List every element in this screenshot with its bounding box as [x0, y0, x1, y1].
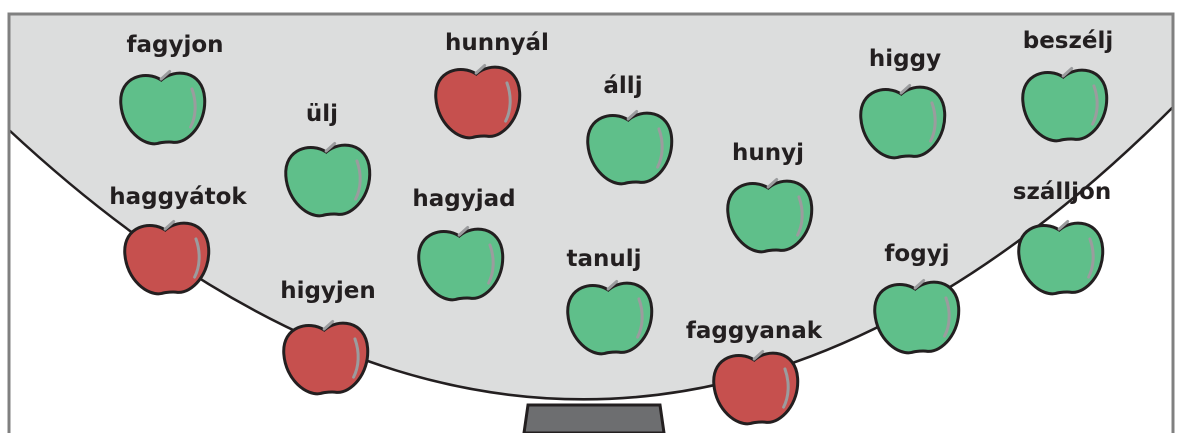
apple-stem: [899, 83, 912, 95]
apple-highlight: [636, 297, 644, 339]
apple-stem: [322, 319, 335, 331]
apple-word-label: fogyj: [884, 241, 949, 267]
green-apple-icon: [873, 280, 961, 355]
apple-stem: [457, 225, 470, 237]
apple-item[interactable]: állj: [586, 73, 675, 186]
apple-highlight: [943, 296, 951, 338]
apple-word-label: beszélj: [1023, 28, 1114, 54]
apple-word-label: faggyanak: [686, 318, 823, 344]
apple-item[interactable]: beszélj: [1021, 28, 1113, 143]
red-apple-icon: [434, 65, 522, 140]
apple-item[interactable]: higyjen: [280, 278, 376, 396]
apple-word-label: higgy: [869, 46, 941, 72]
apple-stem: [626, 109, 639, 121]
apple-item[interactable]: higgy: [859, 46, 948, 160]
apple-stem: [1057, 219, 1070, 231]
apple-word-label: hunyj: [732, 140, 804, 166]
green-apple-icon: [566, 281, 654, 356]
green-apple-icon: [859, 85, 947, 160]
apple-word-label: haggyátok: [109, 184, 247, 210]
apple-item[interactable]: hunyj: [726, 140, 815, 254]
apple-item[interactable]: hagyjad: [412, 186, 516, 302]
apple-item[interactable]: tanulj: [566, 246, 655, 356]
apple-item[interactable]: haggyátok: [109, 184, 247, 296]
green-apple-icon: [119, 71, 207, 146]
apple-word-label: tanulj: [566, 246, 641, 272]
apple-word-label: állj: [603, 73, 642, 99]
apple-stem: [159, 69, 172, 81]
green-apple-icon: [1021, 68, 1109, 143]
green-apple-icon: [1017, 221, 1105, 296]
red-apple-icon: [282, 321, 370, 396]
apple-highlight: [354, 159, 362, 201]
green-apple-icon: [284, 143, 372, 218]
apple-highlight: [352, 337, 360, 379]
tree-trunk: [522, 403, 666, 433]
red-apple-icon: [123, 221, 211, 296]
apple-stem: [474, 63, 487, 75]
apple-stem: [163, 219, 176, 231]
green-apple-icon: [586, 111, 674, 186]
apple-highlight: [193, 237, 201, 279]
apple-highlight: [504, 81, 512, 123]
red-apple-icon: [712, 351, 800, 426]
apple-stem: [766, 177, 779, 189]
apple-word-label: hagyjad: [412, 186, 515, 212]
apple-highlight: [656, 127, 664, 169]
apple-word-label: ülj: [306, 101, 338, 127]
apple-item[interactable]: szálljon: [1013, 179, 1111, 296]
apple-item[interactable]: ülj: [284, 101, 373, 218]
apple-highlight: [782, 367, 790, 409]
apple-highlight: [1087, 237, 1095, 279]
apple-item[interactable]: hunnyál: [434, 30, 549, 140]
green-apple-icon: [417, 227, 505, 302]
apple-word-label: szálljon: [1013, 179, 1111, 205]
green-apple-icon: [726, 179, 814, 254]
apple-stem: [913, 278, 926, 290]
apple-item[interactable]: faggyanak: [686, 318, 823, 426]
apple-stem: [324, 141, 337, 153]
apple-stem: [1061, 66, 1074, 78]
apples-layer: fagyjon hunnyál ülj állj higgy beszélj hunyj ha…: [109, 28, 1113, 426]
apple-item[interactable]: fagyjon: [119, 32, 224, 146]
apple-word-label: fagyjon: [126, 32, 223, 58]
apple-highlight: [929, 101, 937, 143]
apple-stem: [752, 349, 765, 361]
apple-highlight: [1091, 84, 1099, 126]
apple-highlight: [487, 243, 495, 285]
apple-highlight: [189, 87, 197, 129]
apple-stem: [606, 279, 619, 291]
apple-word-label: higyjen: [280, 278, 376, 304]
apple-word-label: hunnyál: [445, 30, 549, 56]
frame: [7, 12, 1175, 433]
apple-highlight: [796, 195, 804, 237]
apple-item[interactable]: fogyj: [873, 241, 962, 355]
